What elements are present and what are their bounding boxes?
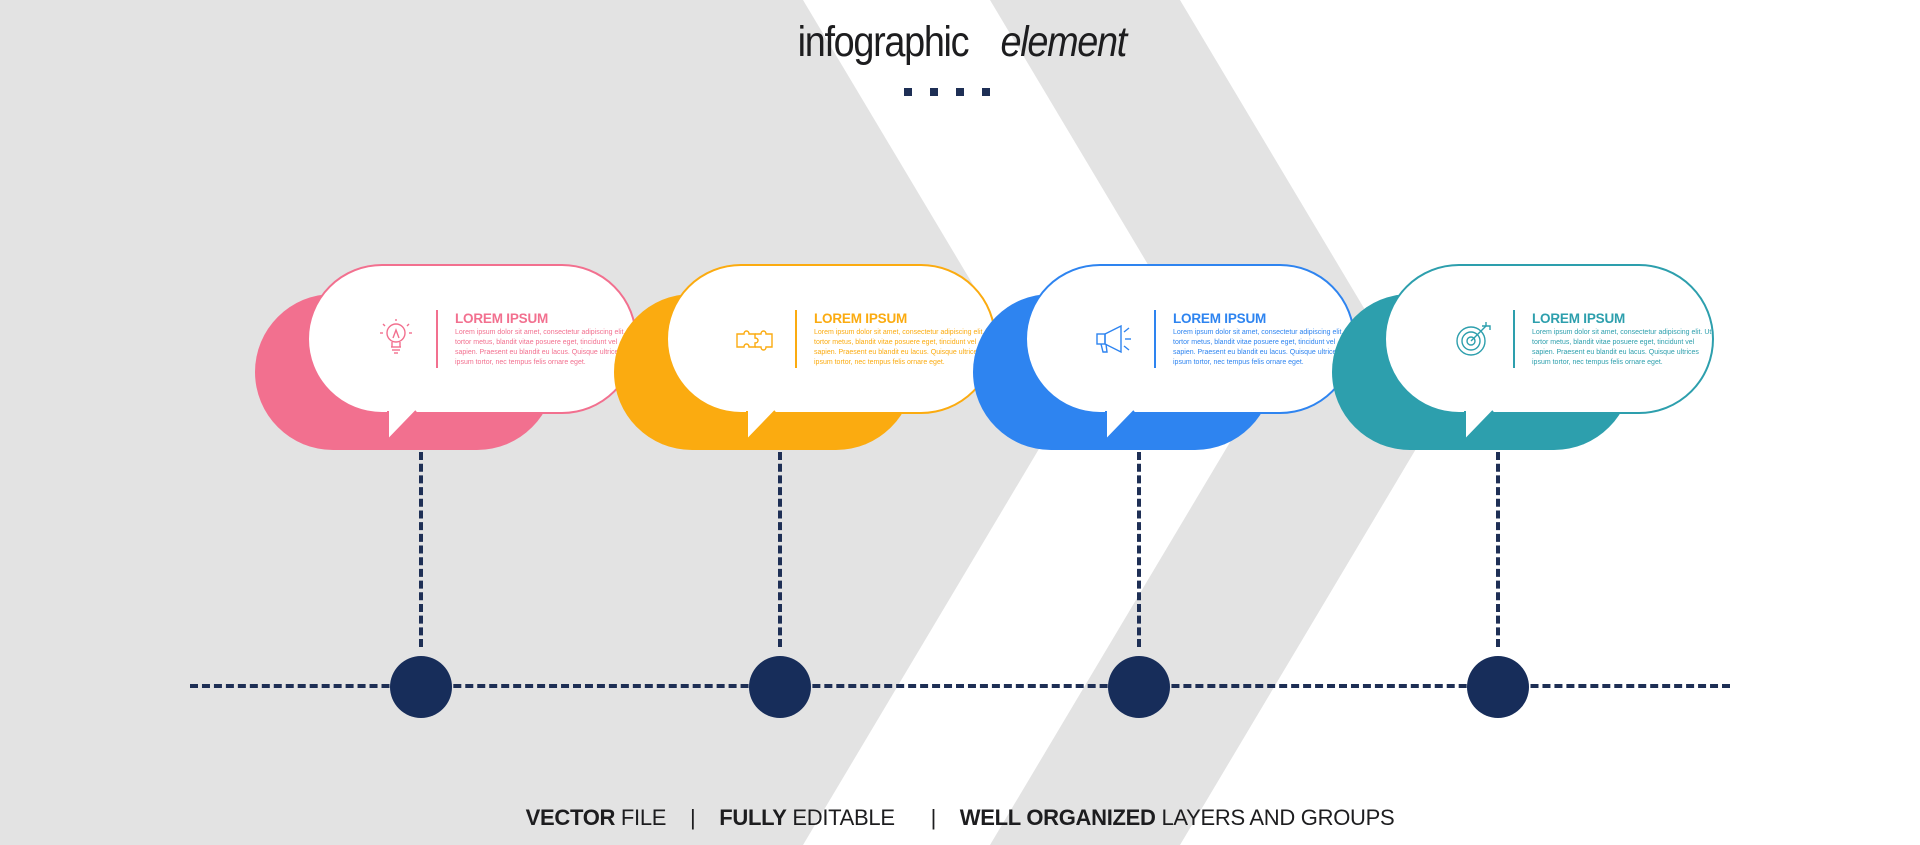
timeline-node-4 (1467, 656, 1529, 718)
step-description: Lorem ipsum dolor sit amet, consectetur … (1532, 329, 1712, 366)
connector-line-4 (1496, 452, 1500, 647)
step-title: LOREM IPSUM (814, 311, 908, 326)
speech-bubble: LOREM IPSUM Lorem ipsum dolor sit amet, … (1384, 264, 1714, 414)
lightbulb-icon (375, 318, 417, 360)
footer-fully: FULLY (719, 805, 787, 830)
connector-line-2 (778, 452, 782, 647)
chevron-shape-right (990, 0, 1432, 845)
footer-file: FILE (615, 805, 667, 830)
divider (1513, 310, 1515, 368)
step-card-2: LOREM IPSUM Lorem ipsum dolor sit amet, … (614, 264, 996, 454)
step-title: LOREM IPSUM (1173, 311, 1267, 326)
step-description: Lorem ipsum dolor sit amet, consectetur … (814, 329, 994, 366)
timeline-line (190, 684, 1730, 688)
step-card-1: LOREM IPSUM Lorem ipsum dolor sit amet, … (255, 264, 637, 454)
footer-layers: LAYERS AND GROUPS (1155, 805, 1395, 830)
connector-line-3 (1137, 452, 1141, 647)
footer-tagline: VECTOR FILE | FULLY EDITABLE | WELL ORGA… (0, 805, 1920, 831)
footer-editable: EDITABLE (786, 805, 895, 830)
step-description: Lorem ipsum dolor sit amet, consectetur … (455, 329, 635, 366)
puzzle-icon (734, 318, 776, 360)
connector-line-1 (419, 452, 423, 647)
title-italic: element (1000, 18, 1127, 66)
footer-well-organized: WELL ORGANIZED (959, 805, 1156, 830)
timeline-node-1 (390, 656, 452, 718)
megaphone-icon (1093, 318, 1135, 360)
timeline-node-2 (749, 656, 811, 718)
footer-vector: VECTOR (525, 805, 616, 830)
divider (1154, 310, 1156, 368)
speech-bubble: LOREM IPSUM Lorem ipsum dolor sit amet, … (1025, 264, 1355, 414)
timeline-node-3 (1108, 656, 1170, 718)
step-card-4: LOREM IPSUM Lorem ipsum dolor sit amet, … (1332, 264, 1714, 454)
divider (436, 310, 438, 368)
title-dots-decoration (904, 83, 1008, 101)
step-card-3: LOREM IPSUM Lorem ipsum dolor sit amet, … (973, 264, 1355, 454)
divider (795, 310, 797, 368)
speech-bubble: LOREM IPSUM Lorem ipsum dolor sit amet, … (666, 264, 996, 414)
footer-separator-1: | (690, 805, 696, 830)
title-main: infographic (797, 18, 969, 66)
speech-bubble: LOREM IPSUM Lorem ipsum dolor sit amet, … (307, 264, 637, 414)
step-title: LOREM IPSUM (1532, 311, 1626, 326)
footer-separator-2: | (930, 805, 937, 830)
page-title: infographic element (0, 18, 1920, 67)
step-title: LOREM IPSUM (455, 311, 549, 326)
target-icon (1452, 318, 1494, 360)
step-description: Lorem ipsum dolor sit amet, consectetur … (1173, 329, 1353, 366)
